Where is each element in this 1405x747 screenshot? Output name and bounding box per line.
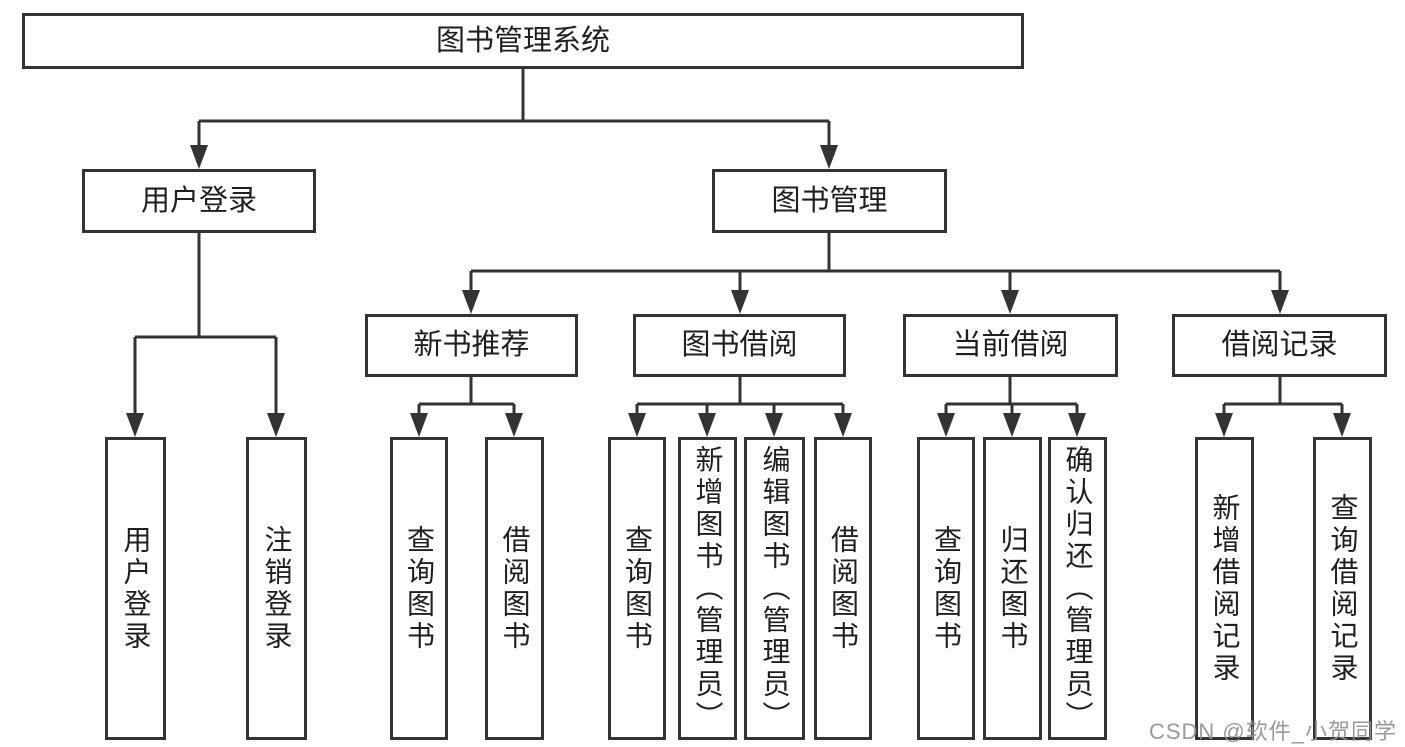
- watermark: CSDN @软件_小贺同学: [1148, 719, 1397, 744]
- node-leaf-borrow-add: 新增图书（管理员）: [678, 437, 737, 740]
- node-leaf-current-confirm-label: 确认归还（管理员）: [1062, 444, 1094, 733]
- node-leaf-record-add-label: 新增借阅记录: [1209, 492, 1241, 685]
- node-leaf-borrow-edit: 编辑图书（管理员）: [744, 437, 805, 740]
- node-branch-book-mgmt-label: 图书管理: [771, 184, 888, 217]
- node-leaf-newbook-query: 查询图书: [390, 437, 448, 740]
- node-leaf-newbook-query-label: 查询图书: [404, 524, 435, 653]
- node-leaf-current-return: 归还图书: [983, 437, 1042, 740]
- node-leaf-borrow-query: 查询图书: [608, 437, 666, 740]
- node-leaf-record-query: 查询借阅记录: [1313, 437, 1372, 740]
- node-leaf-record-add: 新增借阅记录: [1195, 437, 1254, 740]
- node-leaf-current-query-label: 查询图书: [931, 524, 962, 653]
- node-sub-current-borrow: 当前借阅: [903, 314, 1118, 377]
- node-leaf-current-return-label: 归还图书: [997, 524, 1029, 653]
- node-branch-user-login-label: 用户登录: [140, 184, 257, 217]
- arrowhead-icons: [126, 145, 1351, 437]
- node-leaf-borrow-query-label: 查询图书: [622, 524, 653, 653]
- node-leaf-newbook-borrow: 借阅图书: [485, 437, 544, 740]
- node-sub-new-book: 新书推荐: [365, 314, 578, 377]
- node-leaf-borrow-add-label: 新增图书（管理员）: [692, 444, 724, 733]
- node-leaf-current-query: 查询图书: [917, 437, 975, 740]
- node-leaf-logout: 注销登录: [246, 437, 307, 740]
- node-sub-book-borrow: 图书借阅: [633, 314, 846, 377]
- node-sub-book-borrow-label: 图书借阅: [681, 329, 798, 361]
- node-leaf-newbook-borrow-label: 借阅图书: [499, 524, 531, 653]
- node-root: 图书管理系统: [22, 13, 1024, 69]
- node-leaf-current-confirm: 确认归还（管理员）: [1048, 437, 1107, 740]
- node-leaf-borrow-edit-label: 编辑图书（管理员）: [759, 444, 791, 733]
- node-leaf-logout-label: 注销登录: [261, 524, 293, 653]
- node-branch-user-login: 用户登录: [82, 169, 316, 233]
- node-leaf-record-query-label: 查询借阅记录: [1327, 492, 1359, 685]
- node-branch-book-mgmt: 图书管理: [712, 169, 947, 233]
- node-root-label: 图书管理系统: [435, 24, 610, 57]
- node-leaf-borrow-borrow: 借阅图书: [814, 437, 872, 740]
- node-sub-borrow-records: 借阅记录: [1172, 314, 1387, 377]
- node-leaf-borrow-borrow-label: 借阅图书: [828, 524, 859, 653]
- node-sub-current-borrow-label: 当前借阅: [952, 329, 1069, 361]
- node-sub-new-book-label: 新书推荐: [413, 329, 530, 361]
- node-sub-borrow-records-label: 借阅记录: [1221, 329, 1338, 361]
- node-leaf-user-login-label: 用户登录: [120, 524, 152, 653]
- node-leaf-user-login: 用户登录: [105, 437, 166, 740]
